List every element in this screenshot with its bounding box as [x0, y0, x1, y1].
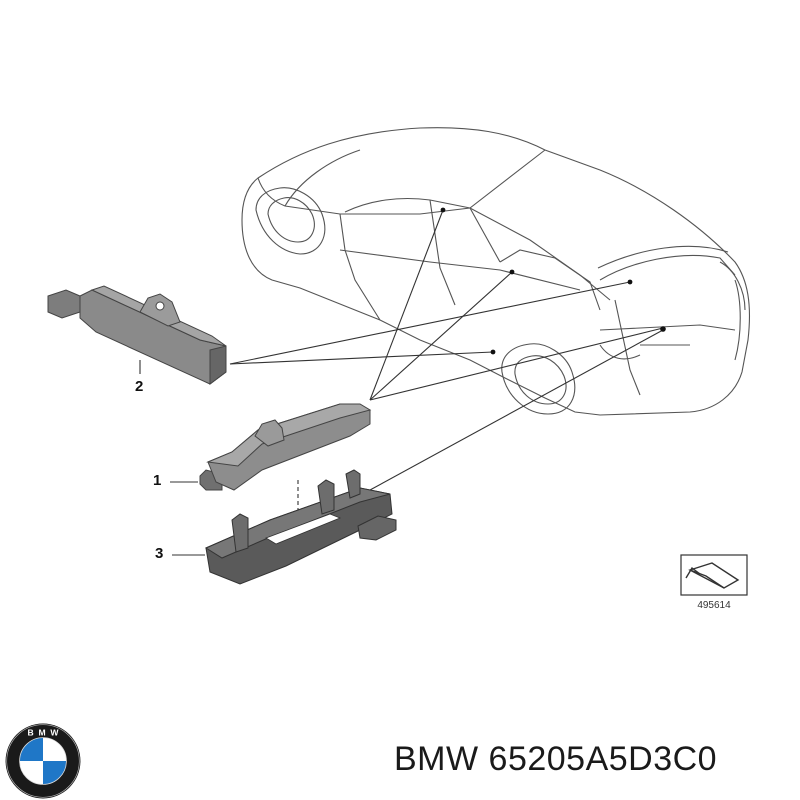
leader-lines [139, 209, 664, 556]
callout-1: 1 [153, 472, 162, 489]
part-2-antenna-module [47, 285, 227, 385]
part-3-bracket [204, 469, 397, 585]
part-1-control-unit [199, 403, 372, 491]
bmw-logo: B M W [5, 723, 81, 799]
bmw-logo-lettering: B M W [28, 727, 60, 737]
reference-number: 495614 [697, 600, 731, 611]
part-number-caption: BMW 65205A5D3C0 [394, 740, 718, 778]
callout-3: 3 [155, 545, 164, 562]
callout-2: 2 [135, 378, 144, 395]
reference-symbol [680, 554, 748, 596]
car-outline [241, 127, 750, 416]
location-dots [440, 207, 666, 355]
